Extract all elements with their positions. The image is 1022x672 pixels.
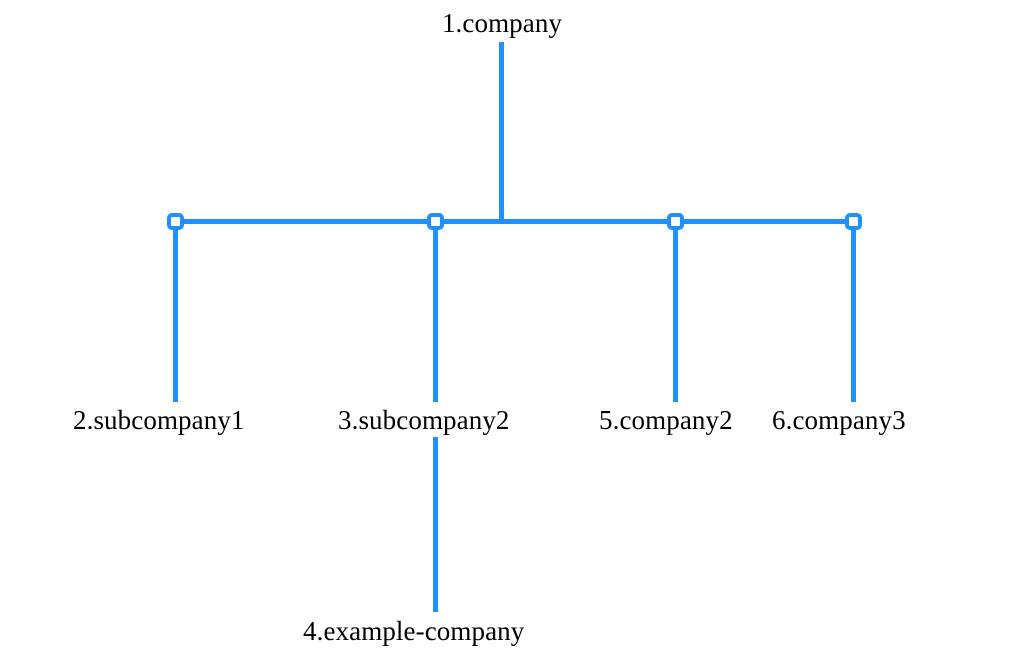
edge-to-company3 [851, 228, 856, 402]
node-label-subcompany1: 2.subcompany1 [73, 405, 245, 435]
node-marker-subcompany2[interactable] [427, 213, 444, 230]
edge-to-example-company [433, 437, 438, 612]
node-label-company: 1.company [441, 8, 563, 38]
edge-root-to-bus [499, 42, 504, 223]
node-marker-subcompany1[interactable] [167, 213, 184, 230]
edge-to-company2 [673, 228, 678, 402]
node-marker-company3[interactable] [845, 213, 862, 230]
edge-to-subcompany2 [433, 228, 438, 402]
node-label-subcompany2: 3.subcompany2 [338, 405, 510, 435]
edge-to-subcompany1 [173, 228, 178, 402]
edge-horizontal-bus [171, 219, 857, 224]
node-label-company3: 6.company3 [772, 405, 906, 435]
node-label-example-company: 4.example-company [303, 616, 525, 646]
node-marker-company2[interactable] [667, 213, 684, 230]
node-label-company2: 5.company2 [599, 405, 733, 435]
